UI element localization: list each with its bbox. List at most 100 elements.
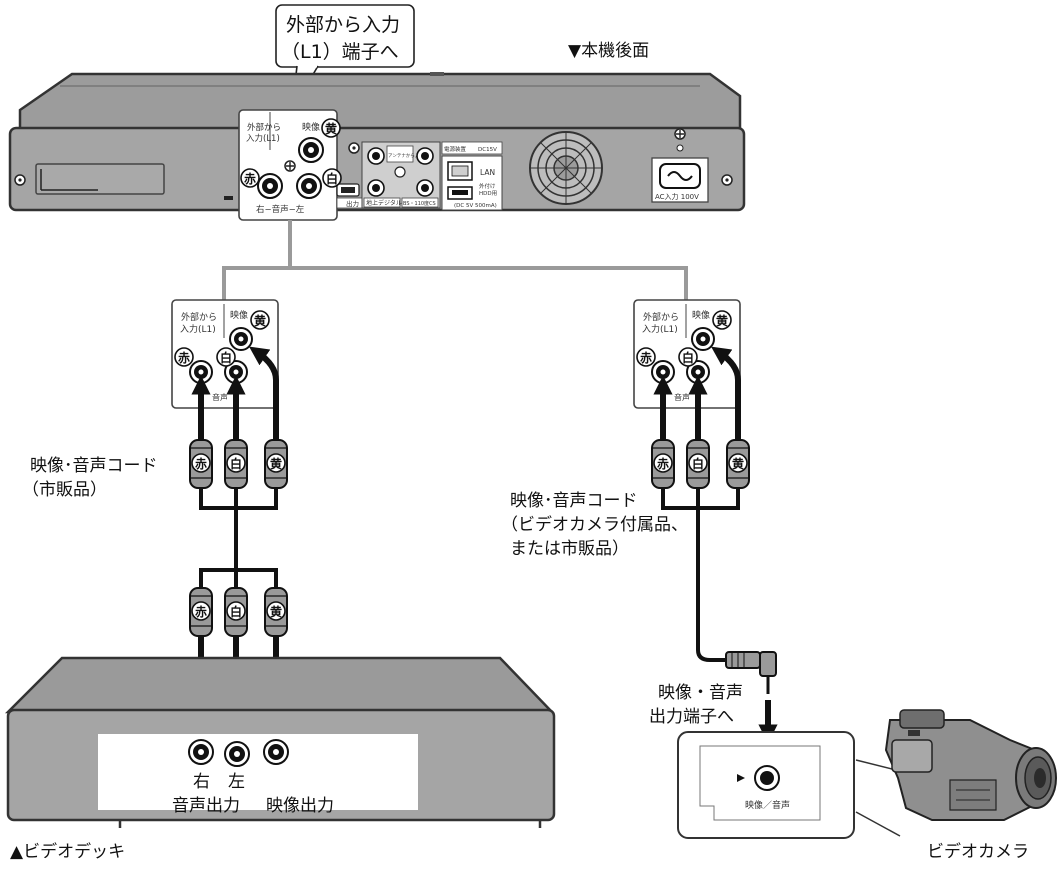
svg-text:白: 白: [230, 456, 242, 471]
svg-text:黄: 黄: [270, 456, 282, 471]
badge-yellow: 黄: [250, 310, 270, 330]
right-panel-label-2: 入力(L1): [642, 323, 678, 335]
svg-text:赤: 赤: [244, 171, 256, 186]
antenna-in-label: アンテナから入力: [388, 152, 424, 159]
video-jack-icon: [298, 137, 324, 163]
ac-inlet: AC入力 100V: [651, 144, 709, 203]
left-panel-label-1: 外部から: [181, 311, 217, 323]
rf-jack-icon: [367, 179, 385, 197]
panel-label-2: 入力(L1): [246, 133, 280, 144]
svg-text:（ビデオカメラ付属品、: （ビデオカメラ付属品、: [501, 514, 688, 535]
badge-white: 白: [322, 168, 342, 188]
rf-jack-icon: [416, 147, 434, 165]
badge-red: 赤: [191, 601, 211, 621]
audio-right-jack-icon: [651, 360, 675, 384]
hdmi-label: 出力: [346, 199, 359, 208]
av-out-jack-icon: [754, 765, 780, 791]
svg-text:赤: 赤: [657, 456, 669, 471]
svg-text:白: 白: [230, 604, 242, 619]
camera-caption: ビデオカメラ: [927, 841, 1029, 862]
audio-lr-label: 右−音声−左: [256, 204, 305, 215]
left-panel-label-2: 入力(L1): [180, 323, 216, 335]
svg-text:映像･音声コード: 映像･音声コード: [30, 456, 158, 476]
svg-text:白: 白: [682, 350, 694, 365]
video-deck: 右 左 音声出力 映像出力: [4, 656, 556, 828]
deck-caption: ▲ビデオデッキ: [10, 841, 125, 862]
svg-text:映像・音声: 映像・音声: [658, 683, 743, 703]
cam-jack-label: 映像／音声: [745, 799, 790, 811]
rf-jack-icon: [367, 147, 385, 165]
deck-video-out-label: 映像出力: [266, 796, 334, 816]
branch-line: [222, 220, 688, 300]
svg-text:（市販品）: （市販品）: [22, 480, 107, 500]
antenna-block: アンテナから入力 地上デジタル BS・110度CS: [361, 141, 441, 209]
hdmi-port: 出力: [336, 183, 364, 209]
svg-text:黄: 黄: [254, 313, 266, 328]
svg-text:黄: 黄: [716, 313, 728, 328]
badge-white: 白: [688, 453, 708, 473]
power-label: 電源装置: [444, 145, 467, 153]
badge-white: 白: [226, 453, 246, 473]
dc-label: DC15V: [478, 147, 497, 153]
svg-text:赤: 赤: [195, 456, 207, 471]
badge-red: 赤: [636, 347, 656, 367]
rear-view-label: ▼本機後面: [568, 41, 649, 61]
badge-white: 白: [216, 347, 236, 367]
right-av-cable: [651, 346, 778, 744]
svg-text:映像･音声コード: 映像･音声コード: [510, 491, 638, 511]
badge-yellow: 黄: [266, 601, 286, 621]
svg-text:または市販品）: または市販品）: [510, 539, 629, 559]
deck-audio-out-label: 音声出力: [172, 796, 240, 816]
right-panel-video: 映像: [692, 309, 710, 321]
video-jack-icon: [691, 327, 715, 351]
hdd-label-3: (DC 5V 500mA): [454, 203, 497, 209]
lan-port-icon: [447, 161, 473, 181]
callout-line1: 外部から入力: [286, 14, 400, 36]
audio-right-jack-icon: [257, 173, 283, 199]
svg-text:黄: 黄: [732, 456, 744, 471]
camera-jack-panel: 映像／音声: [677, 731, 855, 839]
bs-label: BS・110度CS: [403, 200, 436, 207]
usb-port-icon: [447, 186, 473, 200]
mini-plug: [725, 651, 777, 694]
audio-left-jack-icon: [296, 173, 322, 199]
svg-text:白: 白: [692, 456, 704, 471]
svg-text:赤: 赤: [195, 604, 207, 619]
svg-text:黄: 黄: [270, 604, 282, 619]
deck-video-jack-icon: [263, 739, 289, 765]
deck-audio-right-jack-icon: [188, 739, 214, 765]
badge-yellow: 黄: [728, 453, 748, 473]
svg-text:黄: 黄: [325, 121, 337, 136]
svg-text:白: 白: [220, 350, 232, 365]
deck-audio-left-jack-icon: [224, 741, 250, 767]
badge-yellow: 黄: [712, 310, 732, 330]
video-label: 映像: [302, 121, 320, 133]
badge-yellow: 黄: [321, 118, 341, 138]
screw-icon: [284, 160, 296, 172]
fan-vent-icon: [529, 131, 603, 205]
recorder-rear: 外部から 入力(L1) 映像 右−音声−左 出力 アンテナから入力: [8, 72, 746, 221]
deck-right-label: 右: [193, 772, 210, 792]
rf-jack-icon: [416, 179, 434, 197]
svg-text:赤: 赤: [640, 350, 652, 365]
ground-digital-label: 地上デジタル: [366, 199, 402, 207]
screw-icon: [14, 174, 26, 186]
video-camera-icon: [884, 709, 1057, 821]
cord-label-right: 映像･音声コード （ビデオカメラ付属品、 または市販品）: [501, 491, 688, 559]
right-panel-label-1: 外部から: [643, 311, 679, 323]
svg-text:白: 白: [326, 171, 338, 186]
right-panel-audio: 音声: [674, 392, 690, 402]
hdd-label-2: HDD用: [479, 190, 497, 197]
left-panel-video: 映像: [230, 309, 248, 321]
badge-red: 赤: [191, 453, 211, 473]
audio-right-jack-icon: [189, 360, 213, 384]
screw-icon: [348, 142, 360, 154]
video-jack-icon: [229, 327, 253, 351]
deck-left-label: 左: [228, 772, 245, 792]
callout-line2: （L1）端子へ: [281, 41, 399, 63]
screw-icon: [674, 128, 686, 140]
badge-red: 赤: [240, 168, 260, 188]
badge-red: 赤: [174, 347, 194, 367]
svg-text:出力端子へ: 出力端子へ: [649, 707, 734, 727]
